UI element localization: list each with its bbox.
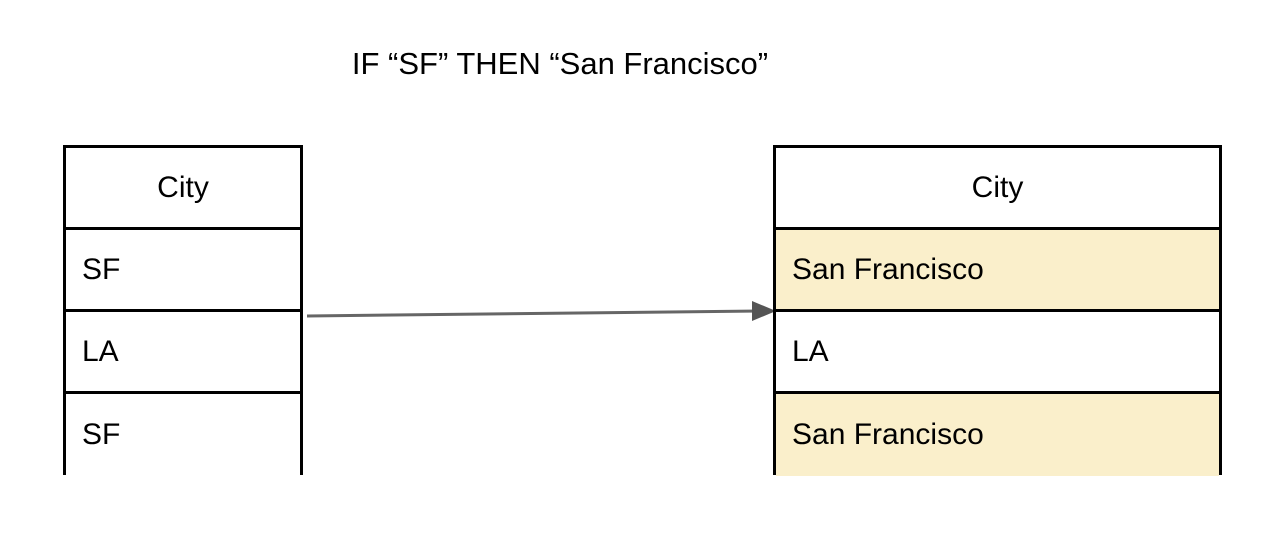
diagram-title: IF “SF” THEN “San Francisco” (351, 46, 769, 81)
target-cell-0: San Francisco (792, 252, 984, 286)
target-cell-1: LA (792, 334, 829, 368)
table-row[interactable]: San Francisco (776, 230, 1219, 312)
table-row[interactable]: SF (66, 394, 300, 476)
source-cell-0: SF (82, 252, 121, 286)
table-row[interactable]: San Francisco (776, 394, 1219, 476)
table-row[interactable]: LA (776, 312, 1219, 394)
transform-arrow-icon (306, 301, 776, 321)
target-table: City San Francisco LA San Francisco (773, 145, 1222, 476)
source-cell-2: SF (82, 418, 121, 451)
source-table-header-row: City (66, 148, 300, 230)
arrow-line (306, 309, 761, 318)
target-table-header-city: City (971, 170, 1024, 204)
source-table: City SF LA SF (63, 145, 303, 476)
table-row[interactable]: LA (66, 312, 300, 394)
source-cell-1: LA (82, 334, 119, 368)
target-table-header-row: City (776, 148, 1219, 230)
table-row[interactable]: SF (66, 230, 300, 312)
target-cell-2: San Francisco (792, 418, 984, 451)
arrow-head (752, 301, 776, 321)
source-table-header-city: City (157, 170, 209, 204)
